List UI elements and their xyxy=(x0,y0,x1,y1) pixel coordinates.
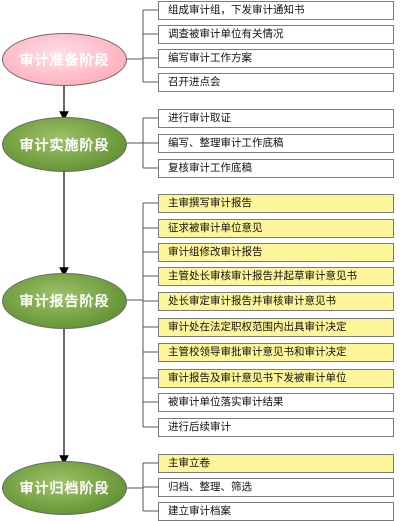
step-prep-1: 组成审计组，下发审计通知书 xyxy=(158,1,394,20)
step-archive-1: 主审立卷 xyxy=(158,454,394,473)
step-impl-1: 进行审计取证 xyxy=(158,109,394,128)
bracket-report xyxy=(127,202,158,428)
step-report-1: 主审撰写审计报告 xyxy=(158,194,394,213)
step-impl-3: 复核审计工作底稿 xyxy=(158,159,394,178)
step-report-8: 审计报告及审计意见书下发被审计单位 xyxy=(158,369,394,388)
bracket-archive xyxy=(127,462,158,512)
step-report-10: 进行后续审计 xyxy=(158,418,394,437)
step-prep-3: 编写审计工作方案 xyxy=(158,49,394,68)
stage-report: 审计报告阶段 xyxy=(2,273,127,329)
step-report-7: 主管校领导审批审计意见书和审计决定 xyxy=(158,343,394,362)
step-report-9: 被审计单位落实审计结果 xyxy=(158,393,394,412)
step-impl-2: 编写、整理审计工作底稿 xyxy=(158,134,394,153)
step-archive-2: 归档、整理、筛选 xyxy=(158,478,394,497)
step-report-6: 审计处在法定职权范围内出具审计决定 xyxy=(158,318,394,337)
bracket-prep xyxy=(127,9,158,83)
step-report-3: 审计组修改审计报告 xyxy=(158,243,394,262)
step-prep-4: 召开进点会 xyxy=(158,73,394,92)
stage-archive: 审计归档阶段 xyxy=(2,461,127,515)
step-archive-3: 建立审计档案 xyxy=(158,502,394,521)
step-report-5: 处长审定审计报告并审核审计意见书 xyxy=(158,292,394,311)
stage-prep: 审计准备阶段 xyxy=(2,33,127,86)
step-report-2: 征求被审计单位意见 xyxy=(158,219,394,238)
bracket-impl xyxy=(127,117,158,169)
stage-impl: 审计实施阶段 xyxy=(2,117,127,172)
step-prep-2: 调查被审计单位有关情况 xyxy=(158,25,394,44)
step-report-4: 主管处长审核审计报告并起草审计意见书 xyxy=(158,267,394,286)
